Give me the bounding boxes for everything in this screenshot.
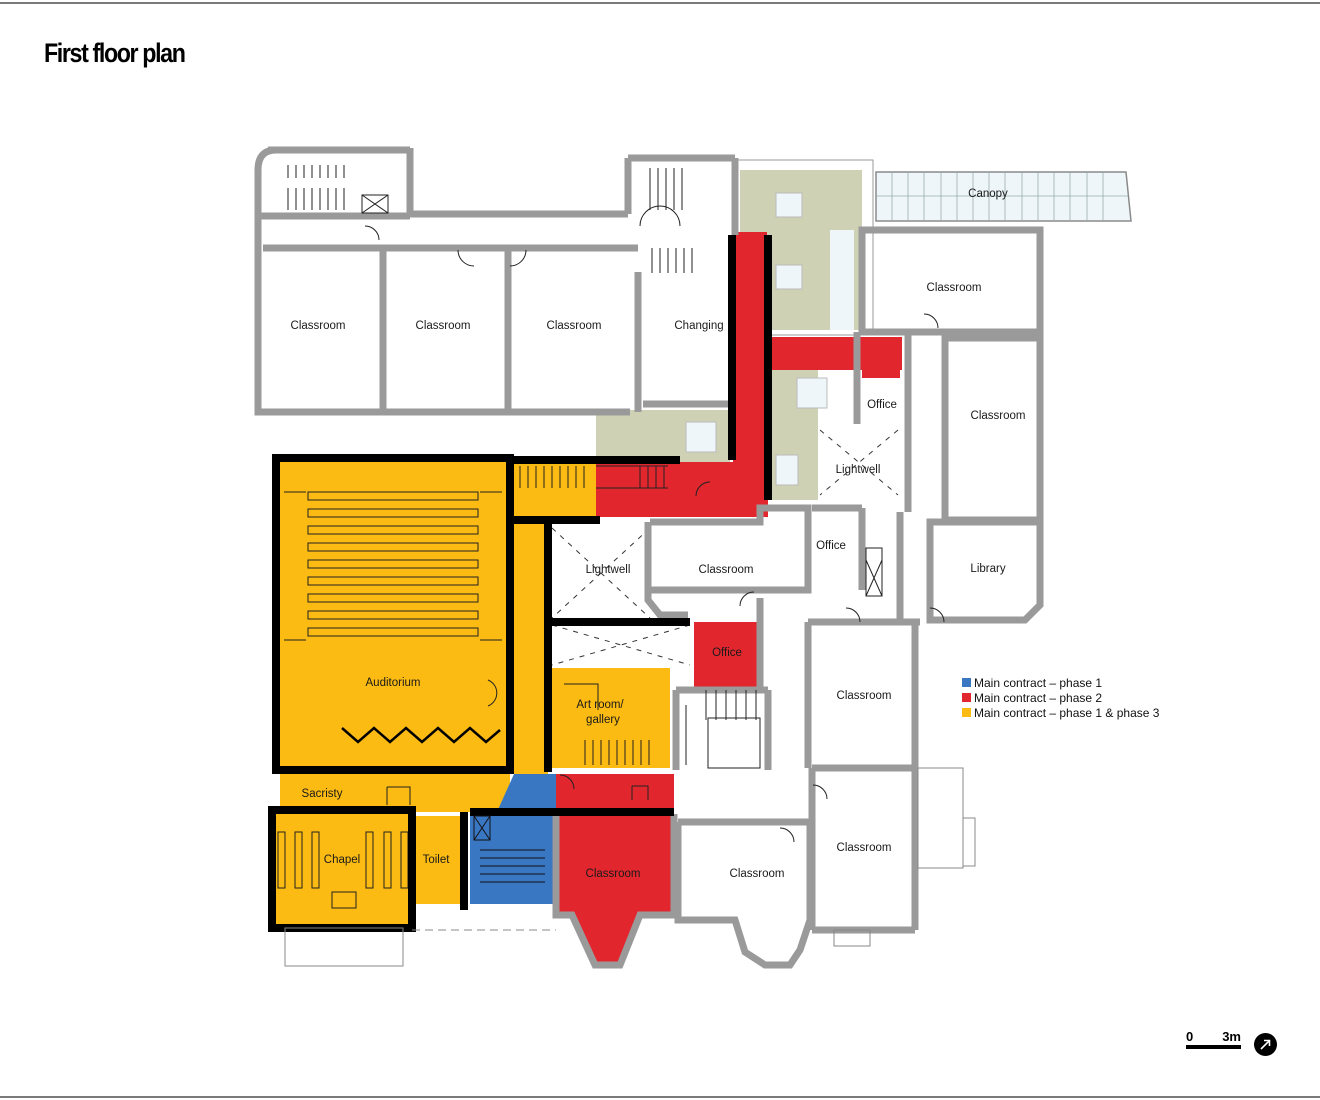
doors <box>364 205 945 843</box>
room-label: Classroom <box>837 842 892 854</box>
room-label: Classroom <box>971 410 1026 422</box>
room-label: Classroom <box>699 564 754 576</box>
legend-item-phase1: Main contract – phase 1 <box>962 675 1159 690</box>
room-label: Sacristy <box>302 788 343 800</box>
walls-dark <box>268 235 772 932</box>
phase2-swatch-icon <box>962 693 971 702</box>
legend-item-phase1-3: Main contract – phase 1 & phase 3 <box>962 705 1159 720</box>
legend: Main contract – phase 1 Main contract – … <box>962 675 1159 720</box>
lightwell-markers <box>551 429 899 666</box>
page-title: First floor plan <box>44 38 186 68</box>
room-label: Chapel <box>324 854 360 866</box>
room-label: Changing <box>674 320 723 332</box>
bottom-rule <box>0 1096 1320 1098</box>
phase2-zone <box>556 232 902 965</box>
room-label: Art room/ <box>576 699 624 711</box>
walls <box>254 146 1044 969</box>
room-label: Library <box>970 563 1005 575</box>
phase1-3-swatch-icon <box>962 708 971 717</box>
room-label: Classroom <box>416 320 471 332</box>
room-label: Classroom <box>586 868 641 880</box>
room-label: Office <box>867 399 897 411</box>
scale-bar-line <box>1186 1045 1241 1049</box>
stairs <box>287 165 883 883</box>
room-label: Lightwell <box>586 564 631 576</box>
legend-label: Main contract – phase 2 <box>974 690 1103 705</box>
room-label: Classroom <box>927 282 982 294</box>
room-label: Toilet <box>423 854 451 866</box>
legend-item-phase2: Main contract – phase 2 <box>962 690 1159 705</box>
outlines <box>284 767 976 967</box>
room-label: Office <box>816 540 846 552</box>
room-label: Auditorium <box>366 677 421 689</box>
scale-end: 3m <box>1222 1029 1241 1044</box>
auditorium-seating <box>284 491 502 744</box>
room-label: Classroom <box>730 868 785 880</box>
room-label: Office <box>712 647 742 659</box>
room-label: Classroom <box>837 690 892 702</box>
top-rule <box>0 2 1320 4</box>
room-label: gallery <box>586 714 620 726</box>
scale-bar: 0 3m <box>1186 1030 1241 1049</box>
north-arrow-icon <box>1254 1033 1277 1056</box>
chapel-pews <box>277 831 409 909</box>
phase1-3-zone <box>276 462 670 928</box>
canopy <box>875 171 1132 222</box>
legend-label: Main contract – phase 1 & phase 3 <box>974 705 1160 720</box>
room-label: Lightwell <box>836 464 881 476</box>
room-label: Classroom <box>291 320 346 332</box>
room-label: Classroom <box>547 320 602 332</box>
legend-label: Main contract – phase 1 <box>974 675 1103 690</box>
phase1-swatch-icon <box>962 678 971 687</box>
scale-start: 0 <box>1186 1029 1194 1044</box>
room-label: Canopy <box>968 188 1008 200</box>
